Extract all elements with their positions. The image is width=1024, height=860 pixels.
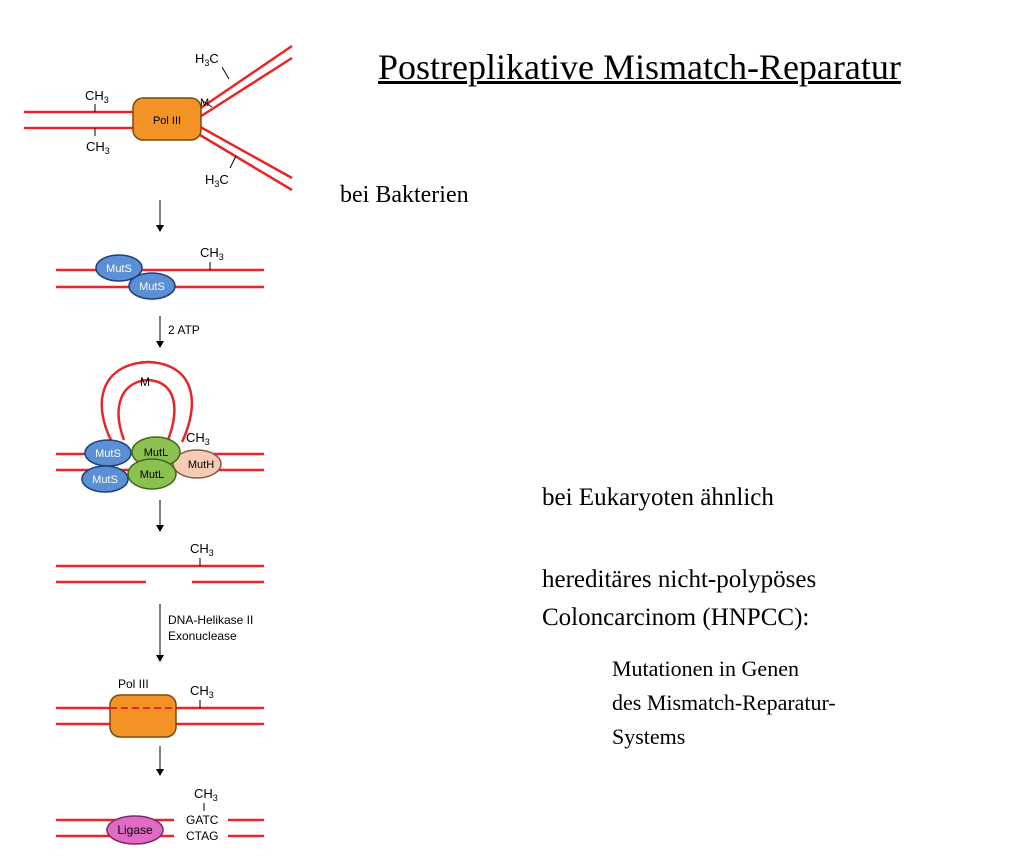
methyl-tick bbox=[221, 66, 230, 80]
mutl-label: MutL bbox=[140, 469, 164, 481]
ch3-label: CH3 bbox=[190, 683, 214, 700]
pol-iii-label: Pol III bbox=[118, 677, 149, 691]
muts-label: MutS bbox=[106, 263, 132, 275]
muth-label: MutH bbox=[188, 459, 214, 471]
muts-protein bbox=[95, 254, 143, 282]
mismatch-label: M bbox=[140, 375, 150, 389]
step-label: Exonuclease bbox=[168, 629, 237, 643]
h3c-label: H3C bbox=[195, 51, 219, 68]
ch3-label: CH3 bbox=[194, 786, 218, 803]
step-label: 2 ATP bbox=[168, 323, 200, 337]
mutl-protein bbox=[127, 458, 177, 490]
step-label: DNA-Helikase II bbox=[168, 613, 253, 627]
dna-strand bbox=[194, 56, 293, 122]
arrow-head-icon bbox=[156, 341, 164, 348]
ch3-label: CH3 bbox=[86, 139, 110, 156]
bakterien-label: bei Bakterien bbox=[340, 182, 469, 208]
ctag-label: CTAG bbox=[186, 829, 218, 843]
stage-nicked-dna: CH3 bbox=[56, 541, 264, 584]
muts-label: MutS bbox=[92, 474, 118, 486]
arrow-head-icon bbox=[156, 769, 164, 776]
stage-ligation: Ligase GATC CTAG CH3 bbox=[56, 786, 264, 845]
mismatch-label: M bbox=[200, 97, 209, 109]
eukaryoten-text: bei Eukaryoten ähnlich bbox=[542, 484, 774, 511]
ch3-label: CH3 bbox=[200, 245, 224, 262]
ch3-label: CH3 bbox=[190, 541, 214, 558]
pol-iii-enzyme bbox=[132, 97, 202, 141]
dna-strand bbox=[194, 44, 293, 114]
stage-resynthesis: Pol III CH3 bbox=[56, 677, 264, 738]
h3c-label: H3C bbox=[205, 172, 229, 189]
muts-label: MutS bbox=[139, 281, 165, 293]
dna-strand bbox=[194, 122, 293, 180]
mutl-label: MutL bbox=[144, 447, 168, 459]
ch3-label: CH3 bbox=[85, 88, 109, 105]
mismatch-repair-figure: Pol III CH3 CH3 H3C M H3C MutS MutS CH3 bbox=[24, 44, 293, 845]
arrow-head-icon bbox=[156, 225, 164, 232]
arrow-head-icon bbox=[156, 525, 164, 532]
gatc-label: GATC bbox=[186, 813, 219, 827]
muts-protein bbox=[128, 272, 176, 300]
ch3-label: CH3 bbox=[186, 430, 210, 447]
stage-replication-fork: Pol III CH3 CH3 H3C M H3C bbox=[24, 44, 293, 192]
mutations-text-line2: des Mismatch-Reparatur- bbox=[612, 690, 836, 715]
mutations-text-line1: Mutationen in Genen bbox=[612, 656, 799, 681]
pol-iii-enzyme bbox=[109, 694, 177, 738]
dna-loop bbox=[117, 378, 176, 441]
arrow-head-icon bbox=[156, 655, 164, 662]
ligase-label: Ligase bbox=[117, 823, 153, 837]
muts-protein bbox=[81, 465, 129, 493]
hnpcc-heading-line1: hereditäres nicht-polypöses bbox=[542, 566, 817, 593]
mutations-text-line3: Systems bbox=[612, 724, 686, 749]
slide-title: Postreplikative Mismatch-Reparatur bbox=[378, 47, 901, 87]
stage-muts-binding: MutS MutS CH3 bbox=[56, 245, 264, 300]
hnpcc-heading-line2: Coloncarcinom (HNPCC): bbox=[542, 604, 810, 631]
dna-strand bbox=[194, 130, 293, 192]
dna-loop bbox=[100, 360, 194, 443]
ligase-enzyme bbox=[106, 815, 164, 845]
muts-label: MutS bbox=[95, 448, 121, 460]
methyl-tick bbox=[229, 155, 237, 169]
stage-loop-complex: M MutH MutS MutS MutL MutL CH3 bbox=[56, 360, 264, 493]
mismatch-tick bbox=[202, 100, 213, 108]
muth-protein bbox=[172, 449, 222, 479]
pol-iii-label: Pol III bbox=[153, 115, 181, 127]
